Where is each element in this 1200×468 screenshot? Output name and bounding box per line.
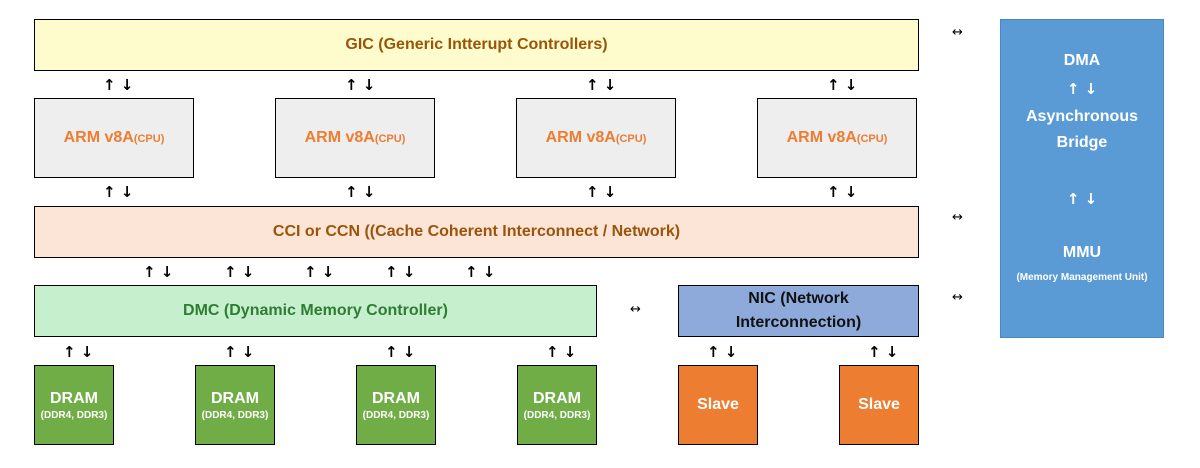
cpu-block-1: ARM v8A(CPU) <box>34 98 194 178</box>
mmu-title: MMU <box>1062 244 1102 261</box>
dram-sub: (DDR4, DDR3) <box>40 409 108 421</box>
dram-block-1: DRAM (DDR4, DDR3) <box>34 365 114 445</box>
nic-slave1-arrow: ↑ ↓ <box>707 343 738 361</box>
dram-name: DRAM <box>50 389 98 407</box>
dma-bridge-mmu-panel: DMA ↑ ↓ Asynchronous Bridge ↑ ↓ MMU (Mem… <box>1000 19 1164 338</box>
slave-name: Slave <box>858 396 900 413</box>
gic-cpu2-arrow: ↑ ↓ <box>345 76 376 94</box>
cci-dmc-arrow-3: ↑ ↓ <box>304 263 335 281</box>
dram-sub: (DDR4, DDR3) <box>201 409 269 421</box>
slave-block-1: Slave <box>678 365 758 445</box>
dmc-dram4-arrow: ↑ ↓ <box>546 343 577 361</box>
cpu-suffix: (CPU) <box>856 133 888 145</box>
gic-dma-arrow: ↔ <box>952 25 963 40</box>
dram-block-4: DRAM (DDR4, DDR3) <box>517 365 597 445</box>
cci-label: CCI or CCN ((Cache Coherent Interconnect… <box>272 223 681 240</box>
cpu-block-4: ARM v8A(CPU) <box>757 98 917 178</box>
dmc-label: DMC (Dynamic Memory Controller) <box>183 302 448 319</box>
nic-dma-arrow: ↔ <box>952 290 963 305</box>
dram-sub: (DDR4, DDR3) <box>362 409 430 421</box>
gic-label: GIC (Generic Intterupt Controllers) <box>345 36 608 53</box>
cpu-suffix: (CPU) <box>615 133 647 145</box>
gic-cpu4-arrow: ↑ ↓ <box>827 76 858 94</box>
cpu4-cci-arrow: ↑ ↓ <box>827 183 858 201</box>
cci-dmc-arrow-1: ↑ ↓ <box>143 263 174 281</box>
dram-name: DRAM <box>372 389 420 407</box>
dma-bridge-arrow: ↑ ↓ <box>1066 80 1098 98</box>
gic-block: GIC (Generic Intterupt Controllers) <box>34 19 919 71</box>
slave-name: Slave <box>697 396 739 413</box>
dram-name: DRAM <box>211 389 259 407</box>
async-bridge-label: Asynchronous Bridge <box>1026 104 1138 156</box>
nic-block: NIC (Network Interconnection) <box>678 285 919 337</box>
cpu-suffix: (CPU) <box>133 133 165 145</box>
cci-block: CCI or CCN ((Cache Coherent Interconnect… <box>34 206 919 258</box>
bridge-line2: Bridge <box>1056 134 1108 151</box>
gic-cpu1-arrow: ↑ ↓ <box>103 76 134 94</box>
nic-label-line1: NIC (Network <box>748 290 849 307</box>
mmu-subtitle: (Memory Management Unit) <box>1016 272 1148 283</box>
dmc-dram2-arrow: ↑ ↓ <box>224 343 255 361</box>
dmc-dram3-arrow: ↑ ↓ <box>385 343 416 361</box>
cci-dmc-arrow-5: ↑ ↓ <box>465 263 496 281</box>
cpu2-cci-arrow: ↑ ↓ <box>345 183 376 201</box>
cpu-block-2: ARM v8A(CPU) <box>275 98 435 178</box>
cpu-suffix: (CPU) <box>374 133 406 145</box>
cpu-name: ARM v8A <box>545 129 616 146</box>
dma-title: DMA <box>1063 52 1101 69</box>
nic-slave2-arrow: ↑ ↓ <box>868 343 899 361</box>
bridge-mmu-arrow: ↑ ↓ <box>1066 190 1098 208</box>
bridge-line1: Asynchronous <box>1025 108 1138 125</box>
cpu-name: ARM v8A <box>63 129 134 146</box>
cpu-block-3: ARM v8A(CPU) <box>516 98 676 178</box>
dram-name: DRAM <box>533 389 581 407</box>
cpu-name: ARM v8A <box>786 129 857 146</box>
dmc-nic-arrow: ↔ <box>630 302 641 317</box>
cci-dmc-arrow-4: ↑ ↓ <box>385 263 416 281</box>
cpu1-cci-arrow: ↑ ↓ <box>103 183 134 201</box>
cpu3-cci-arrow: ↑ ↓ <box>586 183 617 201</box>
dram-sub: (DDR4, DDR3) <box>523 409 591 421</box>
gic-cpu3-arrow: ↑ ↓ <box>586 76 617 94</box>
dmc-block: DMC (Dynamic Memory Controller) <box>34 285 597 337</box>
dram-block-3: DRAM (DDR4, DDR3) <box>356 365 436 445</box>
dmc-dram1-arrow: ↑ ↓ <box>63 343 94 361</box>
dram-block-2: DRAM (DDR4, DDR3) <box>195 365 275 445</box>
cci-dma-arrow: ↔ <box>952 210 963 225</box>
cci-dmc-arrow-2: ↑ ↓ <box>224 263 255 281</box>
nic-label-line2: Interconnection) <box>735 314 862 331</box>
slave-block-2: Slave <box>839 365 919 445</box>
cpu-name: ARM v8A <box>304 129 375 146</box>
